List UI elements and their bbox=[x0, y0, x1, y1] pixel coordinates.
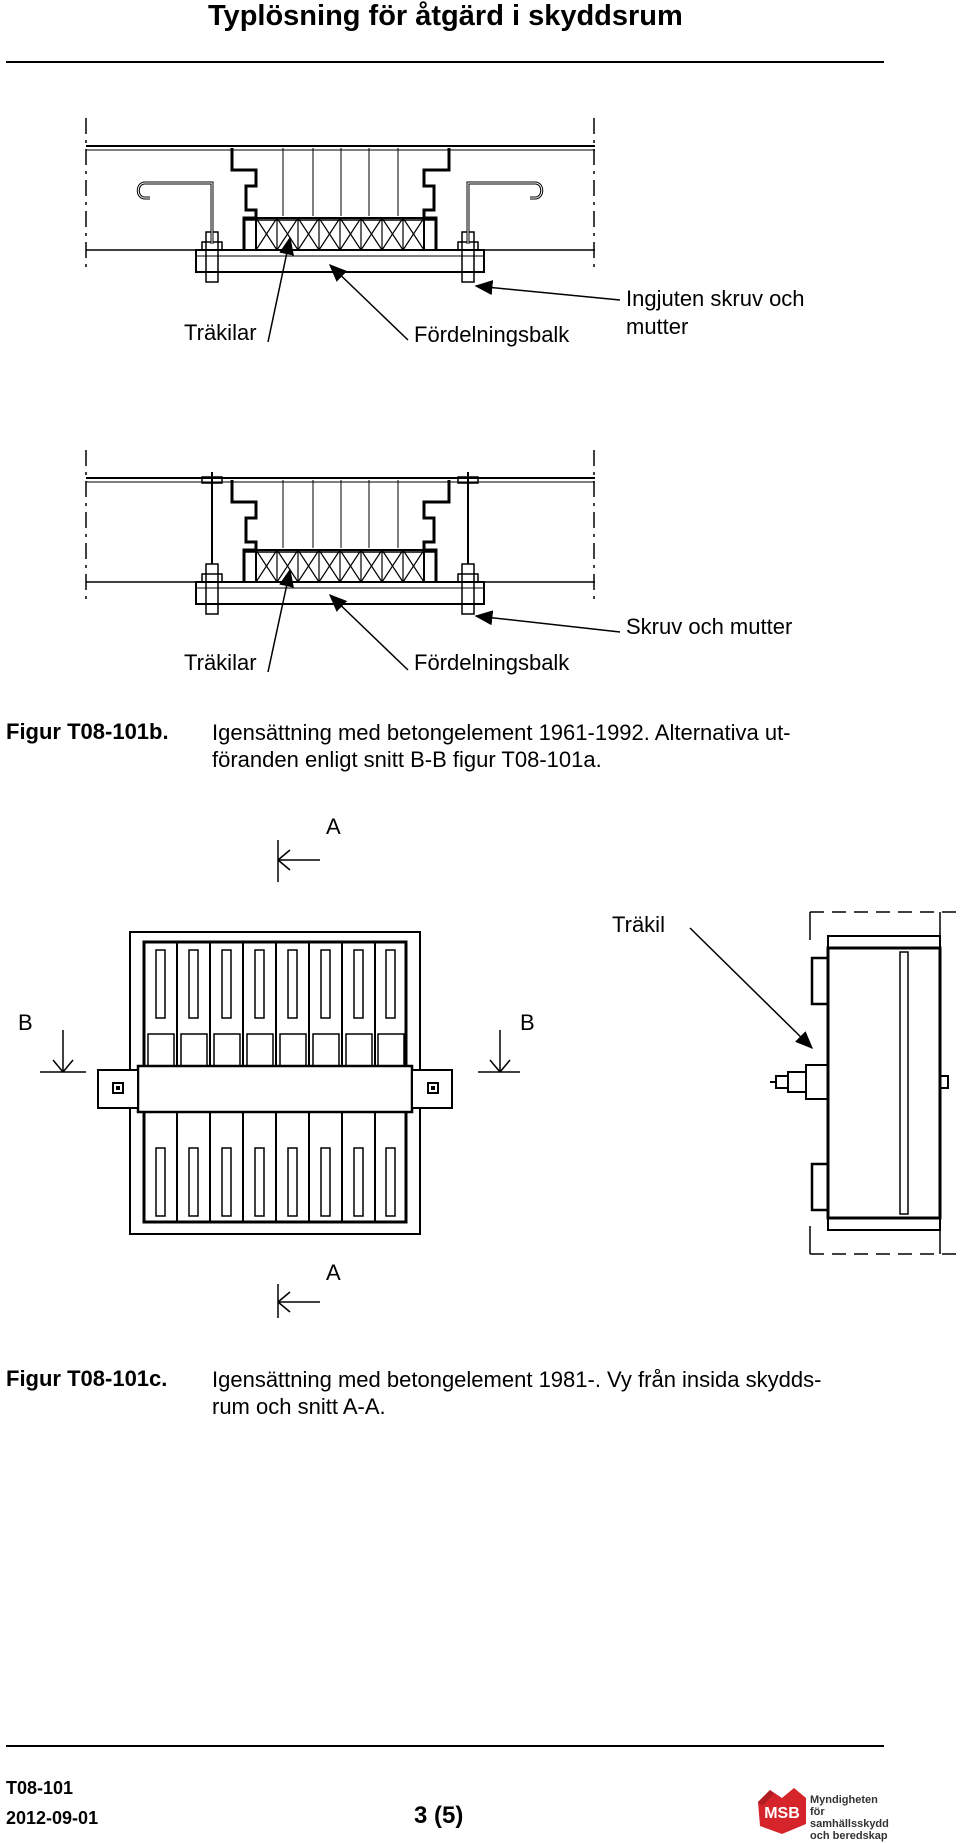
label-ingjuten-skruv-line2: mutter bbox=[626, 314, 689, 339]
footer-page-number: 3 (5) bbox=[414, 1802, 464, 1829]
figure-c-number: Figur T08-101c. bbox=[6, 1366, 168, 1391]
msb-logo-mark-icon: MSB bbox=[758, 1788, 806, 1834]
msb-logo-acronym: MSB bbox=[764, 1805, 800, 1822]
msb-logo-line2: samhällsskydd bbox=[810, 1818, 889, 1830]
figure-c-caption-line1: Igensättning med betongelement 1981-. Vy… bbox=[212, 1367, 822, 1392]
label-ingjuten-skruv-line1: Ingjuten skruv och bbox=[626, 286, 805, 311]
label-trakilar-top: Träkilar bbox=[184, 320, 257, 345]
figure-c-caption: Igensättning med betongelement 1981-. Vy… bbox=[212, 1366, 884, 1420]
msb-logo-line3: och beredskap bbox=[810, 1830, 888, 1842]
label-fordelningsbalk-bottom: Fördelningsbalk bbox=[414, 650, 570, 675]
label-trakilar-bottom: Träkilar bbox=[184, 650, 257, 675]
footer-date: 2012-09-01 bbox=[6, 1808, 99, 1828]
section-marker-a-bottom: A bbox=[326, 1260, 341, 1285]
figure-b-caption-line2: föranden enligt snitt B-B figur T08-101a… bbox=[212, 747, 602, 772]
msb-logo-text: Myndigheten för samhällsskydd och bereds… bbox=[810, 1794, 889, 1842]
document-title: Typlösning för åtgärd i skyddsrum bbox=[208, 0, 683, 32]
label-fordelningsbalk-top: Fördelningsbalk bbox=[414, 322, 570, 347]
section-marker-b-left: B bbox=[18, 1010, 33, 1035]
section-marker-b-right: B bbox=[520, 1010, 535, 1035]
footer-doc-id: T08-101 bbox=[6, 1778, 74, 1798]
figure-b-caption-line1: Igensättning med betongelement 1961-1992… bbox=[212, 720, 791, 745]
label-skruv-och-mutter: Skruv och mutter bbox=[626, 614, 793, 639]
footer-rule bbox=[6, 1745, 884, 1747]
section-marker-a-top: A bbox=[326, 814, 341, 839]
figure-b-number: Figur T08-101b. bbox=[6, 719, 169, 744]
figure-b-caption: Igensättning med betongelement 1961-1992… bbox=[212, 719, 884, 773]
label-trakil: Träkil bbox=[612, 912, 665, 937]
header-rule bbox=[6, 61, 884, 63]
msb-logo: MSB Myndigheten för samhällsskydd och be… bbox=[752, 1784, 889, 1842]
msb-logo-line1: Myndigheten för bbox=[810, 1794, 878, 1818]
figure-c-caption-line2: rum och snitt A-A. bbox=[212, 1394, 386, 1419]
